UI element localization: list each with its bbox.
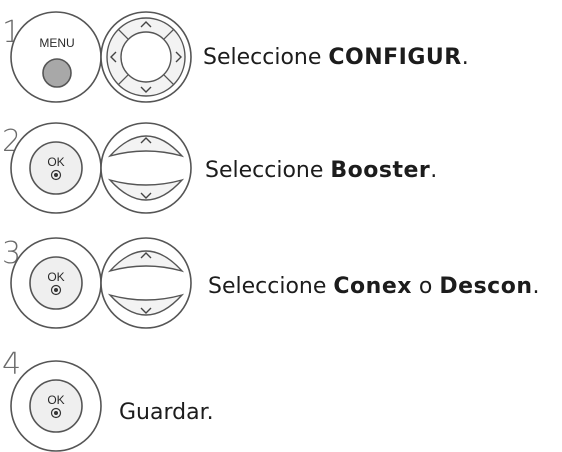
menu-option-configur: CONFIGUR <box>328 45 462 70</box>
menu-button-label: MENU <box>39 36 74 50</box>
step-number: 4 <box>2 347 22 382</box>
step-1: 1 MENU Seleccione CONFIGUR. <box>0 0 562 112</box>
step-4-instruction: Guardar. <box>119 400 214 425</box>
ok-button-label: OK <box>47 155 64 169</box>
step-2-instruction: Seleccione Booster. <box>205 158 438 183</box>
option-conex: Conex <box>333 274 412 299</box>
step-4: 4 OK Guardar. <box>0 336 562 452</box>
navigation-dpad-icon <box>100 11 192 103</box>
ok-button-icon: OK <box>10 237 102 329</box>
ok-button-icon: OK <box>10 360 102 452</box>
menu-button-icon: MENU <box>10 11 102 103</box>
up-down-keys-icon <box>100 237 192 329</box>
step-1-instruction: Seleccione CONFIGUR. <box>203 45 469 70</box>
ok-button-icon: OK <box>10 122 102 214</box>
ok-button-label: OK <box>47 393 64 407</box>
option-descon: Descon <box>439 274 533 299</box>
step-2: 2 OK Seleccione Booster. <box>0 112 562 224</box>
step-3: 3 OK Seleccione Conex o Descon. <box>0 224 562 336</box>
up-down-keys-icon <box>100 122 192 214</box>
step-3-instruction: Seleccione Conex o Descon. <box>208 274 540 299</box>
ok-button-label: OK <box>47 270 64 284</box>
menu-option-booster: Booster <box>330 158 431 183</box>
